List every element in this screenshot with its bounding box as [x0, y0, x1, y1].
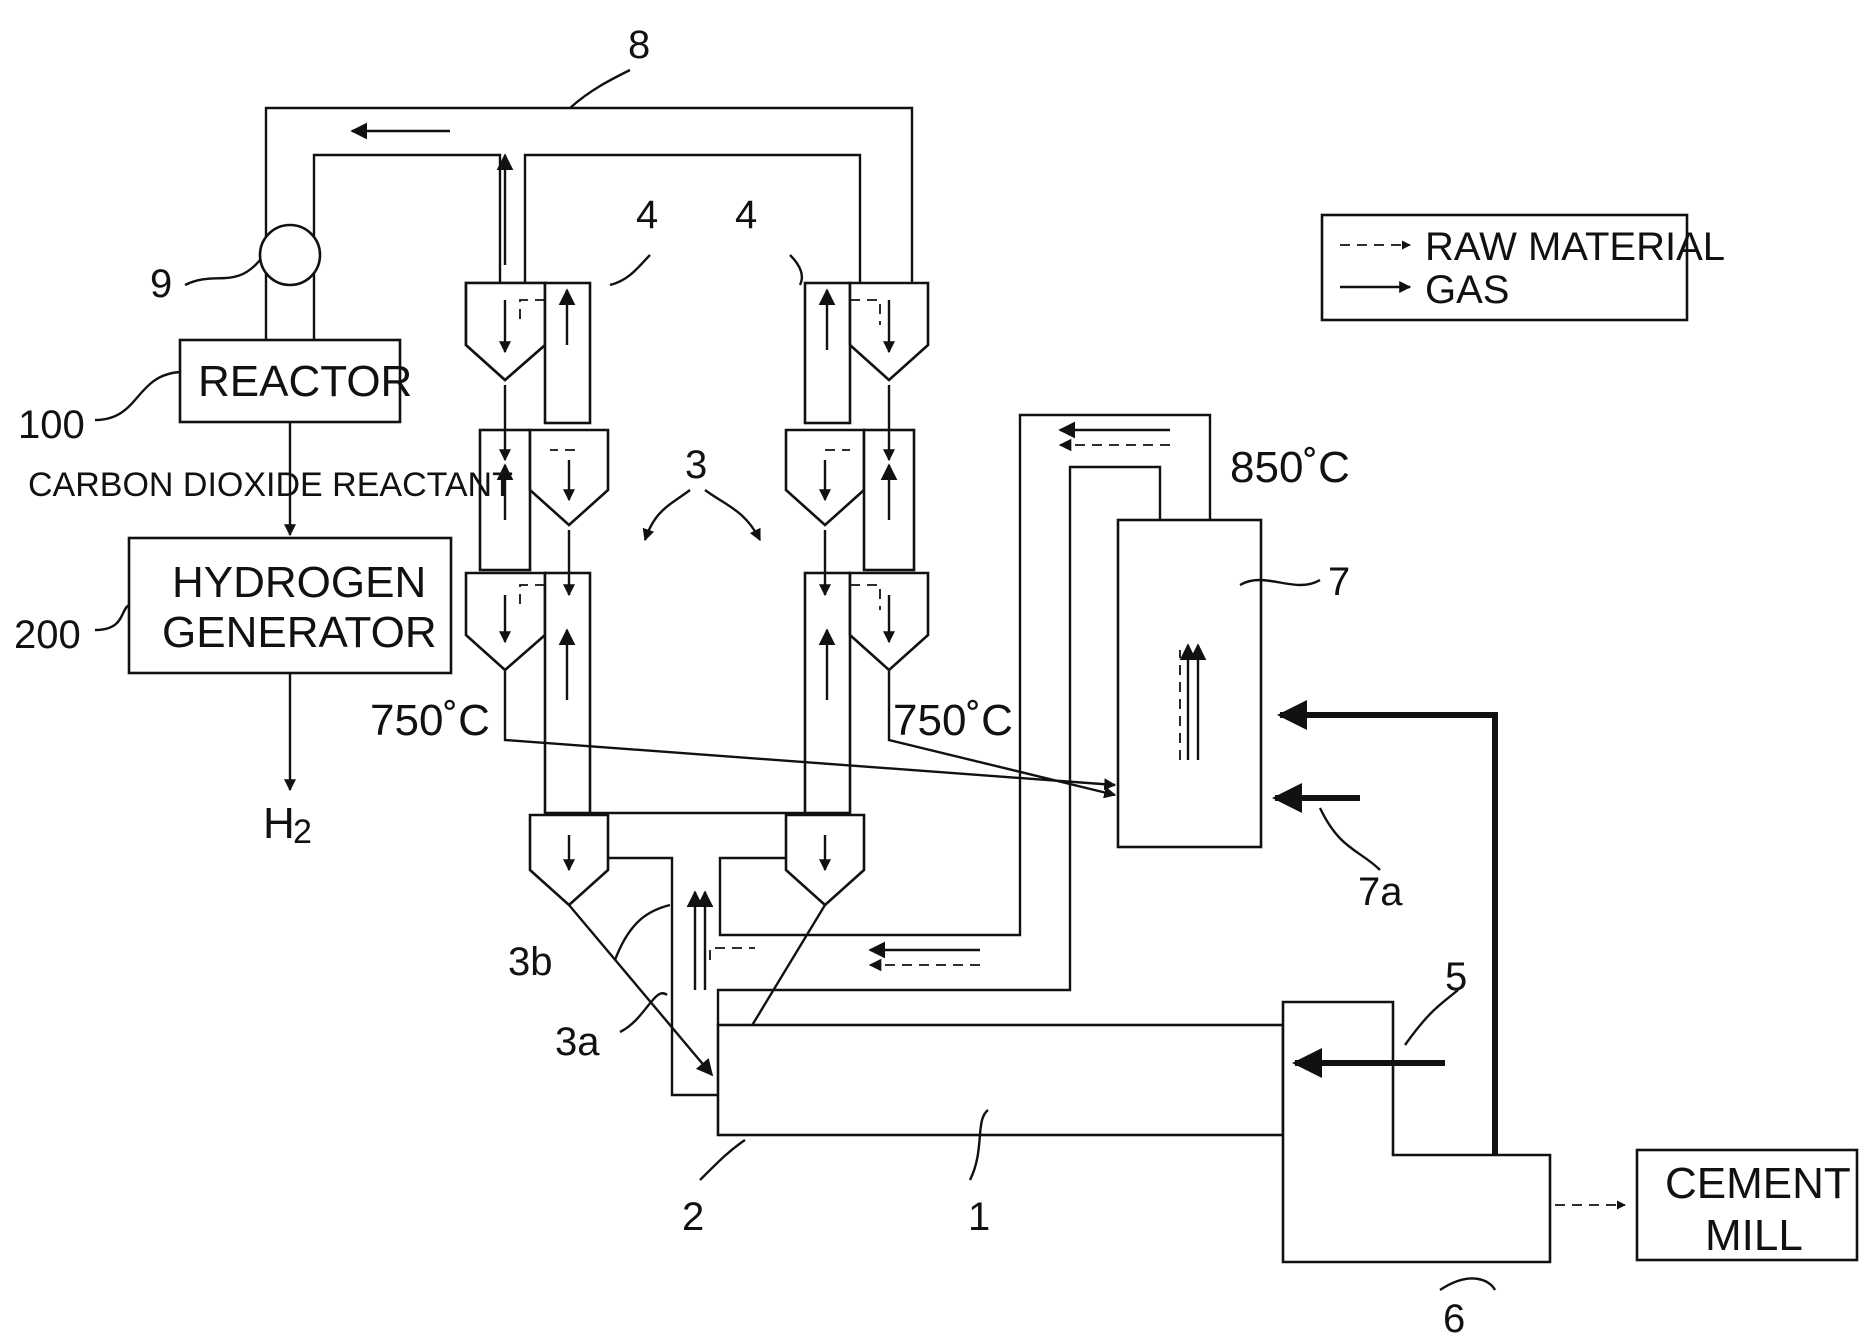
cement-text-2: MILL [1705, 1211, 1803, 1260]
legend-gas: GAS [1425, 268, 1509, 312]
label-1: 1 [968, 1195, 990, 1239]
kiln-1 [718, 1025, 1283, 1135]
h2-subscript: 2 [293, 813, 312, 851]
label-100: 100 [18, 403, 85, 447]
temp-right: 750˚C [893, 696, 1013, 745]
label-4-right: 4 [735, 193, 757, 237]
cement-text-1: CEMENT [1665, 1159, 1851, 1208]
hydrogen-text-2: GENERATOR [162, 608, 437, 657]
label-5: 5 [1445, 955, 1467, 999]
cooler-6 [1283, 1002, 1550, 1262]
bottom-cyclones [505, 415, 1210, 1095]
label-3: 3 [685, 443, 707, 487]
calciner-7 [1118, 520, 1261, 847]
label-2: 2 [682, 1195, 704, 1239]
label-7: 7 [1328, 560, 1350, 604]
temp-top: 850˚C [1230, 443, 1350, 492]
carbon-dioxide-text: CARBON DIOXIDE REACTANT [28, 466, 513, 504]
h2-text: H [263, 799, 295, 848]
temp-left: 750˚C [370, 696, 490, 745]
hydrogen-text-1: HYDROGEN [172, 558, 426, 607]
label-3a: 3a [555, 1020, 600, 1064]
label-6: 6 [1443, 1297, 1465, 1336]
label-9: 9 [150, 262, 172, 306]
fan-9 [260, 225, 320, 285]
label-200: 200 [14, 613, 81, 657]
reactor-text: REACTOR [198, 357, 412, 406]
label-8: 8 [628, 23, 650, 67]
label-4-left: 4 [636, 193, 658, 237]
legend-raw-material: RAW MATERIAL [1425, 225, 1725, 269]
label-3b: 3b [508, 940, 553, 984]
label-7a: 7a [1358, 870, 1403, 914]
